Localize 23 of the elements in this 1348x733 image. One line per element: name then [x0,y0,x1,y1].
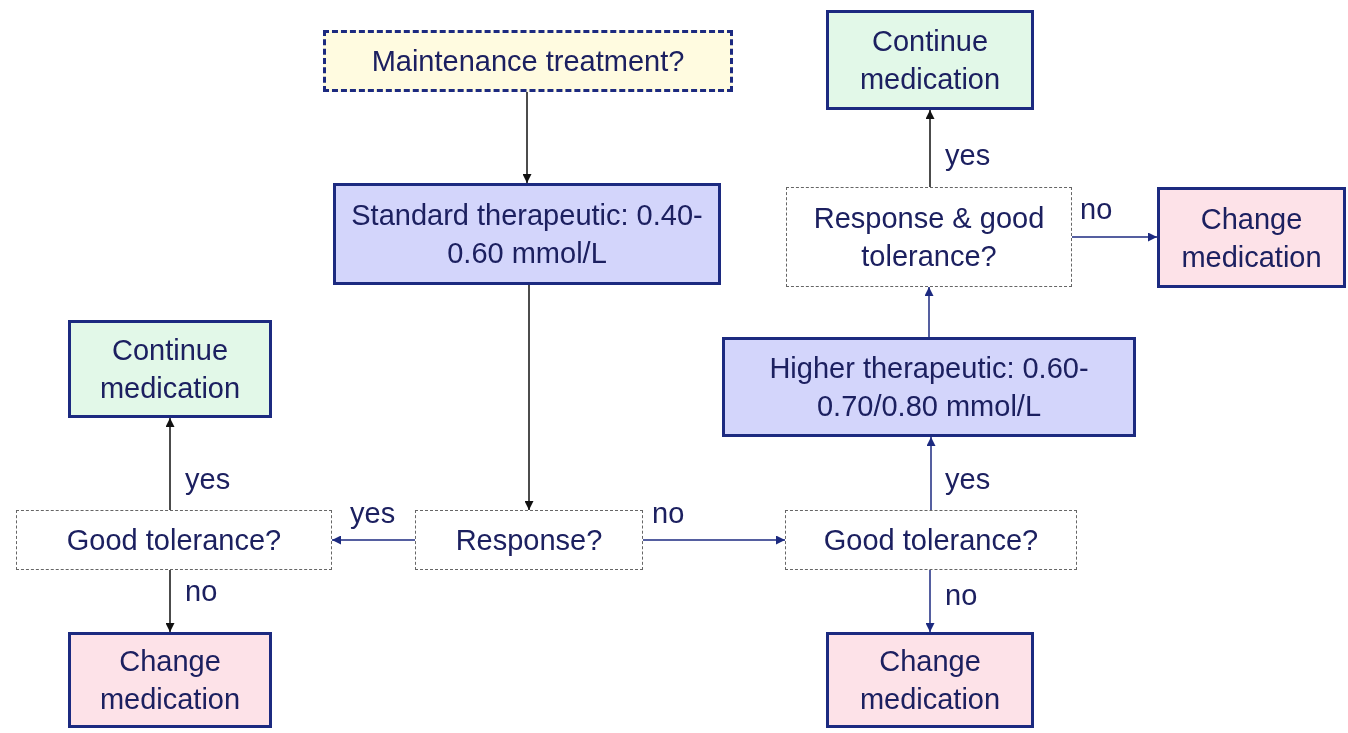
decision-box: Response & good tolerance? [786,187,1072,287]
arrow [925,109,935,188]
outcome-box: Change medication [68,632,272,728]
start-box: Maintenance treatment? [323,30,733,92]
process-box: Standard therapeutic: 0.40-0.60 mmol/L [333,183,721,285]
arrow [331,535,416,545]
arrow [642,535,786,545]
arrow [926,436,936,511]
decision-box: Response? [415,510,643,570]
process-box: Higher therapeutic: 0.60-0.70/0.80 mmol/L [722,337,1136,437]
arrow [522,91,532,184]
outcome-box: Change medication [1157,187,1346,288]
arrow [925,569,935,633]
decision-box: Good tolerance? [785,510,1077,570]
arrow [165,417,175,511]
outcome-box: Continue medication [68,320,272,418]
outcome-box: Continue medication [826,10,1034,110]
arrow [524,284,534,511]
arrow [1071,232,1158,242]
outcome-box: Change medication [826,632,1034,728]
decision-box: Good tolerance? [16,510,332,570]
arrow [165,569,175,633]
arrow [924,286,934,338]
